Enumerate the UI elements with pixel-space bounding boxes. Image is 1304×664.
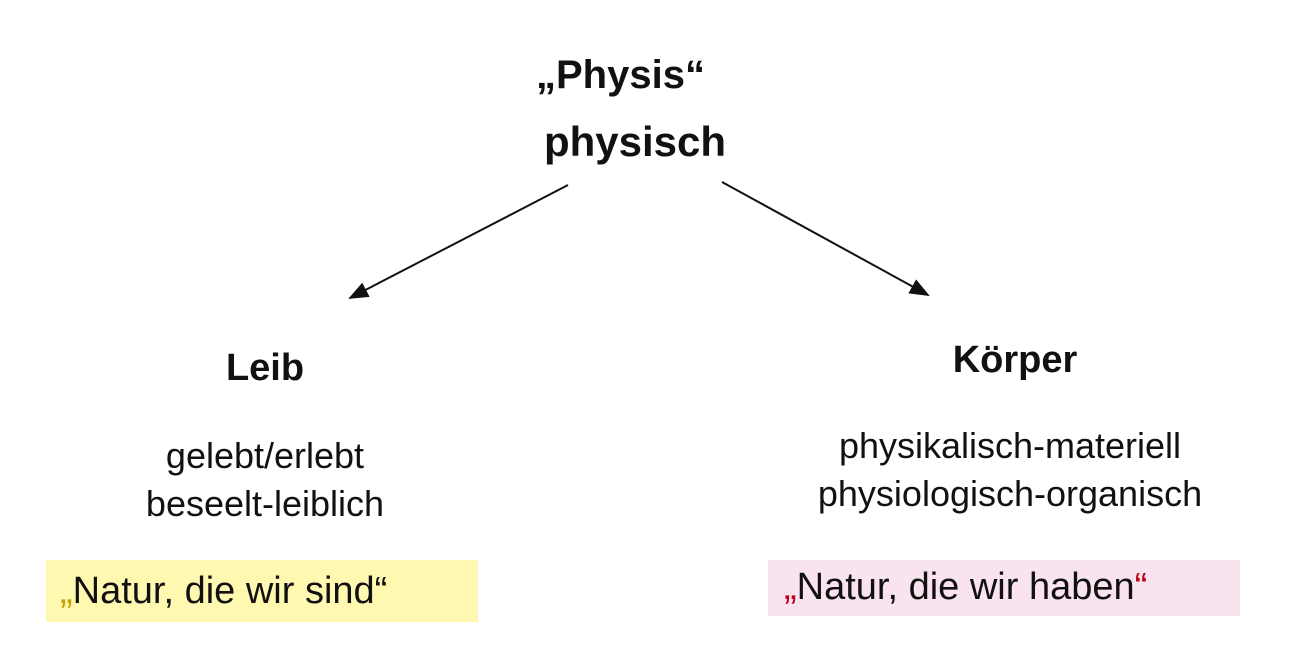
koerper-line-1: physikalisch-materiell: [838, 425, 1182, 466]
koerper-quote-text: Natur, die wir haben: [796, 566, 1135, 608]
leib-description: gelebt/erlebt beseelt-leiblich: [95, 432, 435, 528]
leib-line-1: gelebt/erlebt: [165, 435, 365, 476]
leib-quote-text: Natur, die wir sind: [72, 570, 375, 612]
leib-quote-highlight: „Natur, die wir sind“: [46, 560, 478, 622]
koerper-title: Körper: [952, 339, 1078, 381]
koerper-quote-close: “: [1134, 566, 1148, 608]
koerper-description: physikalisch-materiell physiologisch-org…: [760, 422, 1260, 518]
leib-quote-close: “: [374, 570, 388, 612]
leib-line-2: beseelt-leiblich: [145, 483, 385, 524]
arrow-to-leib: [348, 184, 569, 299]
root-title: „Physis“: [536, 53, 705, 97]
koerper-quote-highlight: „Natur, die wir haben“: [768, 560, 1240, 616]
koerper-line-2: physiologisch-organisch: [817, 473, 1203, 514]
arrow-to-koerper: [721, 181, 930, 296]
leib-quote-open: „: [60, 570, 73, 612]
leib-title: Leib: [225, 347, 305, 389]
root-subtitle: physisch: [543, 118, 727, 165]
koerper-quote-open: „: [784, 566, 797, 608]
